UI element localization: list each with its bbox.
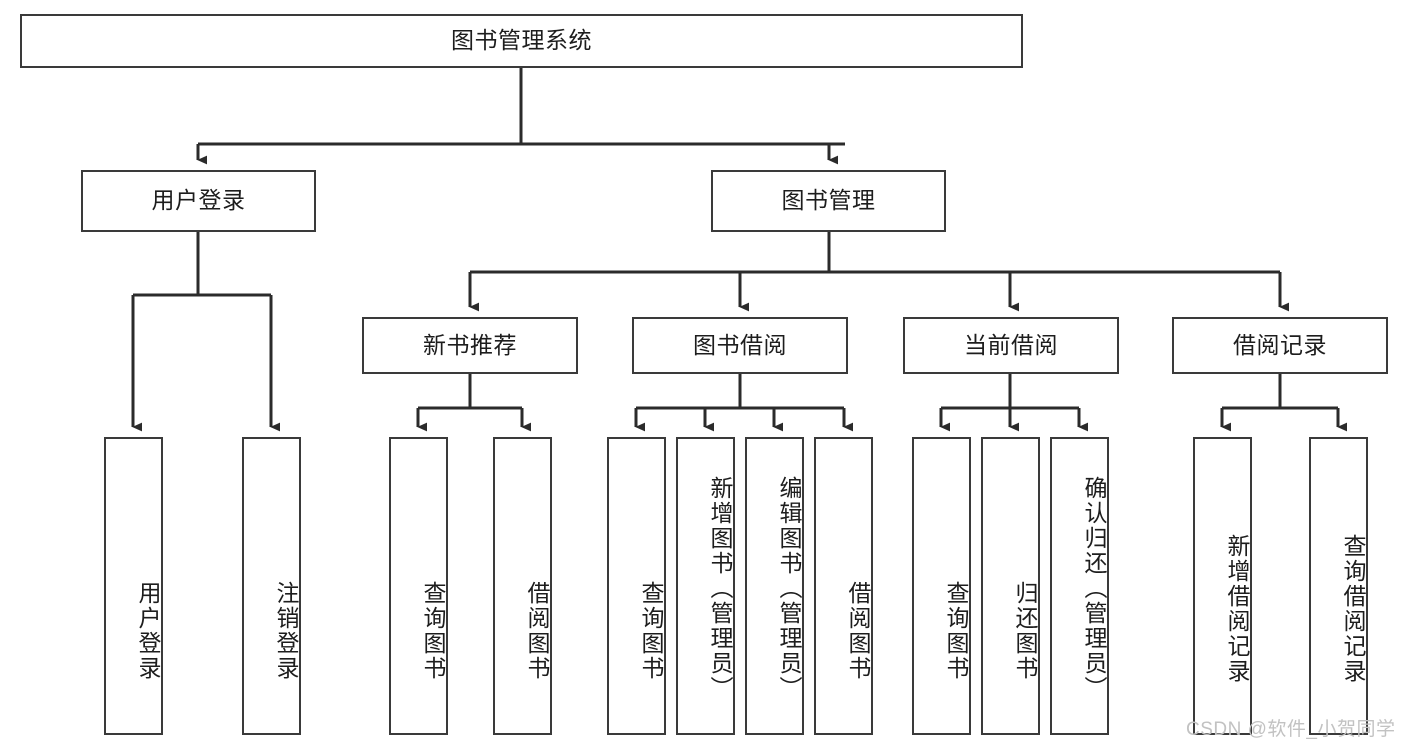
- node-label: 确认归还（管理员）: [1081, 475, 1107, 701]
- node-label: 查询图书: [420, 581, 446, 681]
- leaf-user-login-logout[interactable]: 注销登录: [242, 437, 301, 735]
- node-book-management[interactable]: 图书管理: [711, 170, 946, 232]
- node-label: 图书管理: [781, 187, 876, 214]
- node-label: 图书借阅: [693, 331, 787, 358]
- node-root-book-management-system[interactable]: 图书管理系统: [20, 14, 1023, 68]
- node-label: 当前借阅: [964, 331, 1058, 358]
- node-label: 新书推荐: [423, 331, 517, 358]
- node-label: 借阅记录: [1233, 331, 1327, 358]
- node-user-login[interactable]: 用户登录: [81, 170, 316, 232]
- leaf-borrow-edit-book-admin[interactable]: 编辑图书（管理员）: [745, 437, 804, 735]
- leaf-current-return-book[interactable]: 归还图书: [981, 437, 1040, 735]
- node-book-borrow[interactable]: 图书借阅: [632, 317, 848, 374]
- node-label: 查询图书: [943, 581, 969, 681]
- leaf-current-query-book[interactable]: 查询图书: [912, 437, 971, 735]
- node-borrow-record[interactable]: 借阅记录: [1172, 317, 1388, 374]
- node-label: 借阅图书: [524, 581, 550, 681]
- node-label: 用户登录: [151, 187, 246, 214]
- leaf-recommend-borrow-book[interactable]: 借阅图书: [493, 437, 552, 735]
- node-label: 注销登录: [273, 581, 299, 681]
- node-label: 用户登录: [135, 581, 161, 681]
- leaf-borrow-borrow-book[interactable]: 借阅图书: [814, 437, 873, 735]
- node-label: 编辑图书（管理员）: [776, 475, 802, 701]
- leaf-current-confirm-return-admin[interactable]: 确认归还（管理员）: [1050, 437, 1109, 735]
- node-label: 查询图书: [638, 581, 664, 681]
- leaf-record-add-borrow-record[interactable]: 新增借阅记录: [1193, 437, 1252, 735]
- node-label: 归还图书: [1012, 581, 1038, 681]
- leaf-record-query-borrow-record[interactable]: 查询借阅记录: [1309, 437, 1368, 735]
- node-current-borrow[interactable]: 当前借阅: [903, 317, 1119, 374]
- node-label: 借阅图书: [845, 581, 871, 681]
- node-label: 新增借阅记录: [1224, 534, 1250, 684]
- node-label: 图书管理系统: [451, 27, 592, 54]
- node-label: 查询借阅记录: [1340, 534, 1366, 684]
- leaf-borrow-query-book[interactable]: 查询图书: [607, 437, 666, 735]
- leaf-recommend-query-book[interactable]: 查询图书: [389, 437, 448, 735]
- node-label: 新增图书（管理员）: [707, 475, 733, 701]
- node-new-book-recommend[interactable]: 新书推荐: [362, 317, 578, 374]
- leaf-borrow-add-book-admin[interactable]: 新增图书（管理员）: [676, 437, 735, 735]
- leaf-user-login-login[interactable]: 用户登录: [104, 437, 163, 735]
